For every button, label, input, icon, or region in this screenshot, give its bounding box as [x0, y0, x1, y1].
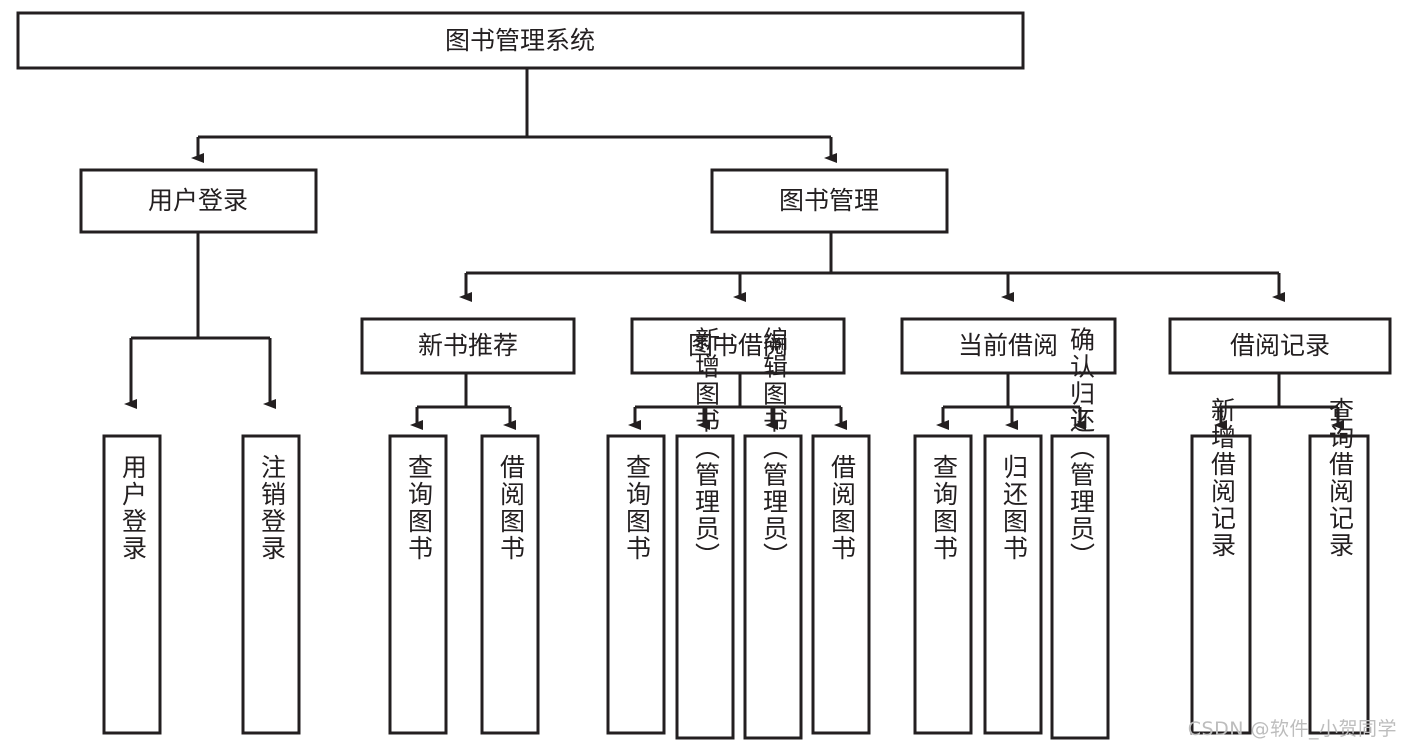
leaf-user-login[interactable]: 用户登录 [102, 434, 162, 735]
leaf-return-book-label: 归还图书 [1000, 454, 1029, 562]
leaf-query-book-current[interactable]: 查询图书 [913, 434, 973, 735]
leaf-query-book-borrow[interactable]: 查询图书 [606, 434, 666, 735]
node-book-borrow[interactable]: 图书借阅 [630, 317, 846, 375]
leaf-query-book-borrow-label: 查询图书 [623, 454, 652, 562]
node-book-manage-label: 图书管理 [779, 186, 879, 215]
leaf-logout[interactable]: 注销登录 [241, 434, 301, 735]
leaf-query-record-label: 查询借阅记录 [1326, 397, 1355, 559]
leaf-query-book-recommend-label: 查询图书 [405, 454, 434, 562]
leaf-confirm-return-label: 确认归还（管理员） [1067, 327, 1096, 570]
node-new-book-recommend[interactable]: 新书推荐 [360, 317, 576, 375]
node-current-borrow[interactable]: 当前借阅 [900, 317, 1117, 375]
leaf-borrow-book-recommend[interactable]: 借阅图书 [480, 434, 540, 735]
node-current-borrow-label: 当前借阅 [958, 331, 1058, 360]
leaf-query-record[interactable]: 查询借阅记录 [1308, 397, 1370, 735]
node-root-label: 图书管理系统 [445, 26, 595, 55]
leaf-add-book-label: 新增图书（管理员） [692, 327, 721, 570]
leaf-borrow-book-borrow[interactable]: 借阅图书 [811, 434, 871, 735]
leaf-borrow-book-borrow-label: 借阅图书 [828, 454, 857, 562]
node-book-borrow-label: 图书借阅 [688, 331, 788, 360]
leaf-logout-label: 注销登录 [258, 454, 287, 562]
leaf-add-record[interactable]: 新增借阅记录 [1190, 397, 1252, 735]
watermark: CSDN @软件_小贺同学 [1187, 718, 1397, 740]
leaf-user-login-label: 用户登录 [119, 454, 148, 562]
node-user-login-label: 用户登录 [148, 186, 248, 215]
leaf-confirm-return[interactable]: 确认归还（管理员） [1050, 327, 1110, 740]
node-root[interactable]: 图书管理系统 [16, 11, 1025, 70]
leaf-query-book-current-label: 查询图书 [930, 454, 959, 562]
node-user-login[interactable]: 用户登录 [79, 168, 318, 234]
node-borrow-record-label: 借阅记录 [1230, 331, 1330, 360]
node-borrow-record[interactable]: 借阅记录 [1168, 317, 1392, 375]
leaf-add-book[interactable]: 新增图书（管理员） [675, 327, 735, 740]
leaf-edit-book[interactable]: 编辑图书（管理员） [743, 327, 803, 740]
leaf-edit-book-label: 编辑图书（管理员） [760, 327, 789, 570]
leaf-query-book-recommend[interactable]: 查询图书 [388, 434, 448, 735]
leaf-return-book[interactable]: 归还图书 [983, 434, 1043, 735]
leaf-add-record-label: 新增借阅记录 [1208, 397, 1237, 559]
node-book-manage[interactable]: 图书管理 [710, 168, 949, 234]
leaf-borrow-book-recommend-label: 借阅图书 [497, 454, 526, 562]
node-new-book-recommend-label: 新书推荐 [418, 331, 518, 360]
